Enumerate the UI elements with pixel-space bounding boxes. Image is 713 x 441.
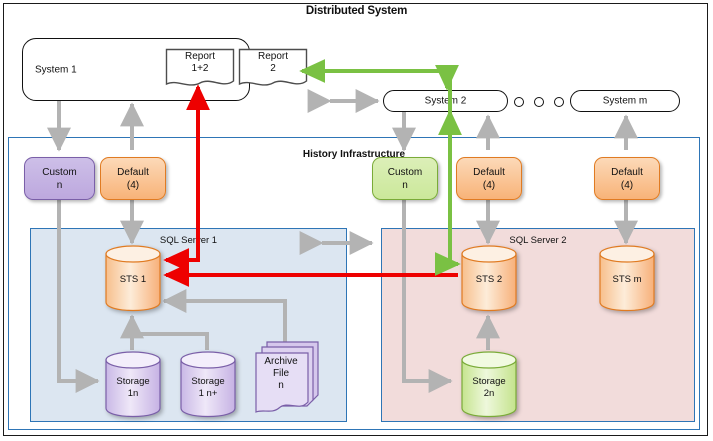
storage-1n-line2: 1n [127, 388, 139, 399]
report-1-2-line2: 1+2 [191, 63, 209, 74]
storage-1np-line1: Storage [191, 376, 225, 387]
default-4-sm-box[interactable]: Default (4) [594, 157, 660, 200]
sts-m-label: STS m [612, 274, 642, 285]
panel-sql1-label: SQL Server 1 [159, 235, 218, 246]
report-1-2-line1: Report [184, 51, 215, 62]
storage-1np-line2: 1 n+ [198, 388, 218, 399]
system-m-box[interactable]: System m [570, 90, 680, 112]
report-2-line2: 2 [270, 63, 276, 74]
storage-2n-line2: 2n [483, 388, 495, 399]
report-1-2-document[interactable]: Report 1+2 [165, 48, 235, 91]
storage-2n-line1: Storage [472, 376, 506, 387]
outer-frame [3, 3, 708, 436]
default-4-s2-line1: Default [473, 166, 505, 178]
custom-n-left-line1: Custom [42, 166, 77, 178]
archive-file-n-stack[interactable]: Archive File n [254, 339, 324, 418]
storage-1n-line1: Storage [116, 376, 150, 387]
system-2-box[interactable]: System 2 [383, 90, 508, 112]
storage-1n-cylinder[interactable]: Storage 1n [104, 350, 162, 418]
sts-1-cylinder[interactable]: STS 1 [104, 244, 162, 312]
default-4-s2-box[interactable]: Default (4) [456, 157, 522, 200]
custom-n-right-box[interactable]: Custom n [372, 157, 438, 200]
default-4-s1-box[interactable]: Default (4) [100, 157, 166, 200]
archive-file-line1: Archive [264, 356, 298, 367]
default-4-s2-line2: (4) [482, 179, 496, 191]
ellipsis-dots [514, 96, 564, 108]
diagram-title: Distributed System [305, 5, 408, 17]
storage-1np-cylinder[interactable]: Storage 1 n+ [179, 350, 237, 418]
report-2-document[interactable]: Report 2 [238, 48, 308, 91]
storage-2n-cylinder[interactable]: Storage 2n [460, 350, 518, 418]
system-m-label: System m [602, 95, 648, 107]
custom-n-left-line2: n [56, 179, 63, 191]
custom-n-right-line1: Custom [387, 166, 423, 178]
sts-1-label: STS 1 [119, 274, 147, 285]
sts-m-cylinder[interactable]: STS m [598, 244, 656, 312]
panel-sql2-label: SQL Server 2 [509, 235, 567, 246]
default-4-s1-line1: Default [117, 166, 149, 178]
report-2-line1: Report [257, 51, 288, 62]
default-4-sm-line2: (4) [620, 179, 634, 191]
custom-n-left-box[interactable]: Custom n [24, 157, 95, 200]
custom-n-right-line2: n [402, 179, 408, 191]
default-4-s1-line2: (4) [126, 179, 140, 191]
archive-file-line3: n [278, 380, 284, 391]
system-2-label: System 2 [424, 95, 467, 107]
default-4-sm-line1: Default [611, 166, 643, 178]
archive-file-line2: File [272, 368, 290, 379]
sts-2-cylinder[interactable]: STS 2 [460, 244, 518, 312]
sts-2-label: STS 2 [475, 274, 503, 285]
system-1-label: System 1 [35, 64, 77, 75]
